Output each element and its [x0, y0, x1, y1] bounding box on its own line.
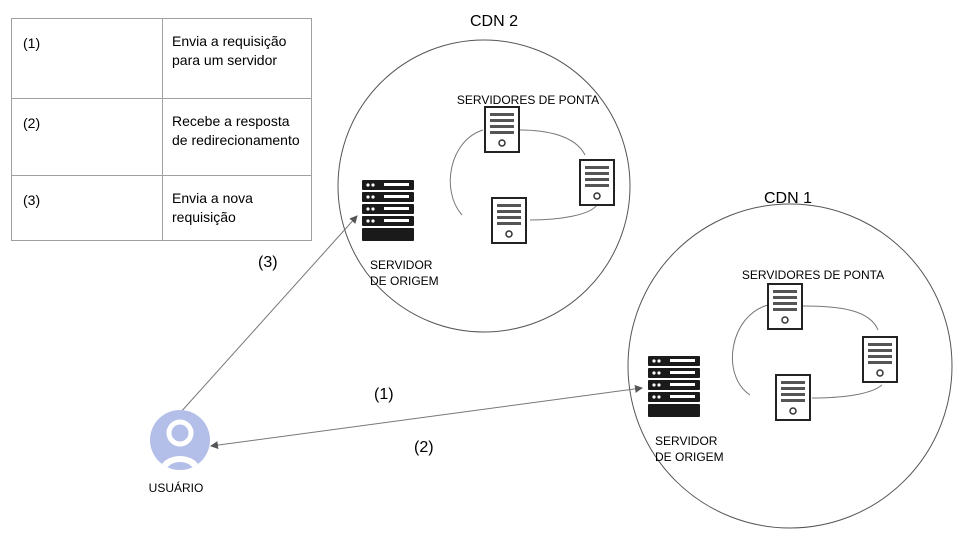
legend-row: (1) Envia a requisição para um servidor	[11, 18, 312, 99]
cdn1-title: CDN 1	[764, 190, 812, 207]
legend-step-number: (3)	[11, 175, 163, 241]
cdn2-origin-label-line2: DE ORIGEM	[370, 274, 439, 288]
cdn1-origin-label-line2: DE ORIGEM	[655, 450, 724, 464]
edge-link	[519, 129, 586, 156]
legend-row: (2) Recebe a resposta de redirecionament…	[11, 98, 312, 176]
arrow-step3	[179, 215, 358, 414]
edge-link	[731, 304, 769, 396]
cdn1-origin-label-line1: SERVIDOR	[655, 434, 718, 448]
cdn2-origin-label-line1: SERVIDOR	[370, 258, 433, 272]
legend-row: (3) Envia a nova requisição	[11, 175, 312, 241]
cdn1-cluster: CDN 1 SERVIDORES DE PONTA SERVIDOR DE OR…	[627, 190, 953, 529]
edge-link	[449, 129, 484, 216]
arrow-step1-step2	[210, 384, 643, 450]
legend-step-description: Envia a requisição para um servidor	[162, 18, 312, 99]
user-avatar-icon	[150, 410, 210, 470]
cdn1-edge-servers-label: SERVIDORES DE PONTA	[742, 268, 884, 282]
edge-link	[811, 384, 883, 399]
arrow-label-step1: (1)	[374, 386, 394, 403]
tower-server-icon	[775, 374, 811, 421]
legend-step-description: Recebe a resposta de redirecionamento	[162, 98, 312, 176]
tower-server-icon	[491, 197, 527, 244]
edge-link	[529, 204, 598, 221]
tower-server-icon	[767, 283, 803, 330]
legend-step-description: Envia a nova requisição	[162, 175, 312, 241]
cdn2-edge-servers-label: SERVIDORES DE PONTA	[457, 93, 599, 107]
user-label: USUÁRIO	[149, 480, 204, 495]
rack-server-icon	[648, 356, 700, 417]
arrow-label-step3: (3)	[258, 254, 278, 271]
tower-server-icon	[484, 106, 520, 153]
legend-step-number: (2)	[11, 98, 163, 176]
cdn2-cluster: CDN 2 SERVIDORES DE PONTA SERVIDOR DE OR…	[337, 13, 631, 333]
edge-link	[802, 305, 879, 331]
cdn2-title: CDN 2	[470, 13, 518, 30]
tower-server-icon	[862, 336, 898, 383]
arrow-label-step2: (2)	[414, 439, 434, 456]
rack-server-icon	[362, 180, 414, 241]
tower-server-icon	[579, 159, 615, 206]
cdn1-boundary	[627, 203, 953, 529]
legend-table: (1) Envia a requisição para um servidor …	[11, 18, 312, 241]
legend-step-number: (1)	[11, 18, 163, 99]
cdn2-boundary	[337, 39, 631, 333]
